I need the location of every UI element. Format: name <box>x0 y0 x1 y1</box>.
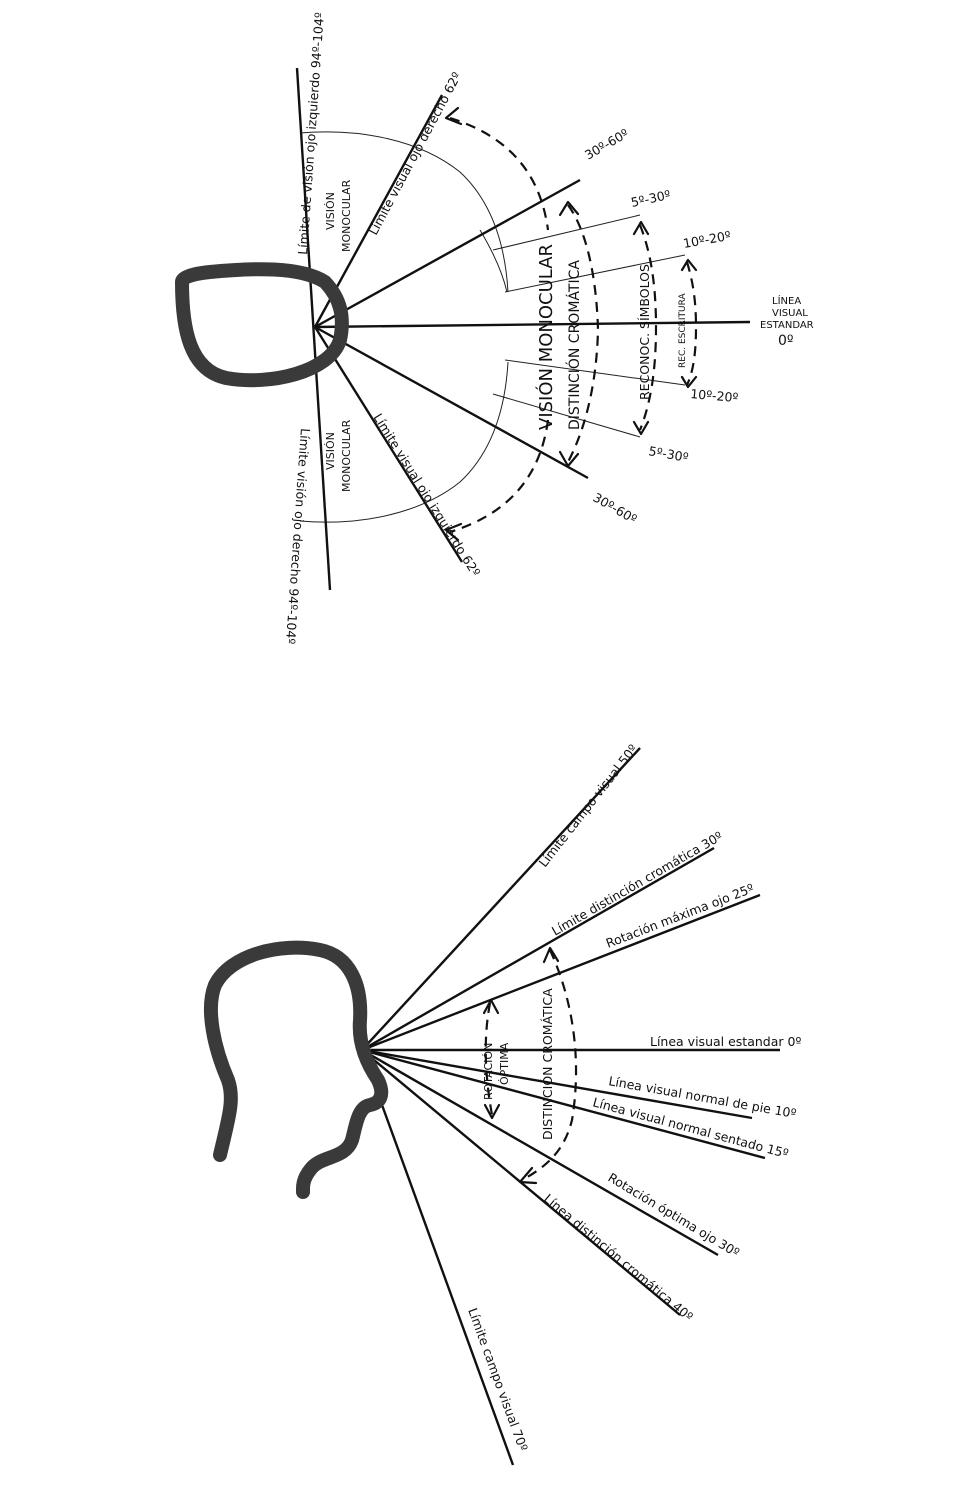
line-left-eye-62 <box>313 326 464 563</box>
label-distincion-cromatica: DISTINCIÓN CROMÁTICA <box>540 988 555 1140</box>
line-limit-94-top <box>295 67 332 591</box>
label-distincion-cromatica: DISTINCIÓN CROMÁTICA <box>565 260 583 430</box>
dashed-arc-rotacion <box>484 1002 494 1116</box>
label-visual: VISUAL <box>772 308 808 319</box>
arrowhead <box>518 1166 538 1185</box>
arrowhead <box>483 1103 501 1120</box>
label-monocular-b2: MONOCULAR <box>340 419 353 492</box>
dashed-arc-simbolos <box>638 224 658 431</box>
arrowhead <box>542 946 560 964</box>
bottom-diagram: Límite campo visual 50º Límite distinció… <box>203 741 801 1466</box>
label-zero-degrees: 0º <box>778 333 794 349</box>
arrowhead <box>680 258 698 272</box>
label-limit-70: Límite campo visual 70º <box>465 1306 531 1453</box>
head-top-view <box>175 262 349 388</box>
line-rotacion-max-25 <box>361 893 761 1052</box>
bracket-5-30-bot <box>492 393 641 438</box>
label-monocular-b1: VISIÓN <box>324 432 337 470</box>
label-left-eye-62: Límite visual ojo izquierdo 62º <box>370 411 483 579</box>
line-limit-50 <box>361 747 641 1051</box>
label-rec-escritura: REC. ESCRITURA <box>678 292 688 368</box>
label-limit-50: Límite campo visual 50º <box>536 741 641 869</box>
label-10-20-bot: 10º-20º <box>690 386 739 405</box>
line-standing-10 <box>361 1048 753 1120</box>
label-vision-monocular: VISIÓN MONOCULAR <box>535 244 557 430</box>
arrowhead <box>680 375 698 389</box>
arrowhead <box>558 450 580 468</box>
arrowhead <box>482 998 500 1015</box>
label-linea: LÍNEA <box>772 294 801 307</box>
monocular-arc-bottom <box>299 361 509 523</box>
dashed-arc-vision-monocular <box>449 116 550 534</box>
label-5-30-bot: 5º-30º <box>647 443 689 465</box>
arrowhead <box>444 522 463 542</box>
arrowhead <box>632 220 650 236</box>
bracket-5-30-top <box>492 214 641 251</box>
dashed-arc-escritura <box>685 261 698 386</box>
label-distincion-30: Límite distinción cromática 30º <box>549 828 725 938</box>
arrowhead <box>558 200 580 217</box>
monocular-arc-top <box>299 131 509 293</box>
label-rotacion: ROTACIÓN <box>482 1043 495 1100</box>
line-limit-70 <box>360 1049 515 1466</box>
dashed-arc-distincion <box>521 949 578 1181</box>
label-rotacion-optima-30: Rotación óptima ojo 30º <box>605 1170 742 1260</box>
label-optima: ÓPTIMA <box>498 1042 511 1085</box>
label-monocular-a1: VISIÓN <box>324 192 337 230</box>
label-30-60-bot: 30º-60º <box>591 490 640 527</box>
dashed-arc-distincion <box>567 204 600 463</box>
line-distincion-30 <box>361 846 715 1052</box>
label-limit-left-94: Límite de visión ojo izquierdo 94º-104º <box>295 12 327 256</box>
label-30-60-top: 30º-60º <box>582 126 631 163</box>
label-monocular-a2: MONOCULAR <box>340 179 353 252</box>
bracket-10-20-top <box>504 254 686 293</box>
arrowhead <box>444 106 463 126</box>
top-diagram: Límite de visión ojo izquierdo 94º-104º … <box>175 12 814 645</box>
label-estandar: ESTANDAR <box>760 320 814 331</box>
line-30-60-top <box>314 178 581 329</box>
inner-arc-top <box>479 229 508 293</box>
line-30-60-bot <box>314 325 589 480</box>
line-rotacion-optima-30 <box>361 1048 719 1257</box>
line-standard-0 <box>314 320 751 329</box>
label-reconoc-simbolos: RECONOC. SÍMBOLOS <box>637 264 652 400</box>
label-limit-right-94: Límite visión ojo derecho 94º-104º <box>283 428 313 645</box>
label-standard-0: Línea visual estandar 0º <box>650 1034 801 1049</box>
label-5-30-top: 5º-30º <box>630 187 672 210</box>
line-seated-15 <box>361 1048 766 1160</box>
arrowhead <box>632 420 650 436</box>
label-right-eye-62: Límite visual ojo derecho 62º <box>365 69 464 237</box>
head-side-view <box>203 940 389 1199</box>
label-10-20-top: 10º-20º <box>682 228 732 251</box>
